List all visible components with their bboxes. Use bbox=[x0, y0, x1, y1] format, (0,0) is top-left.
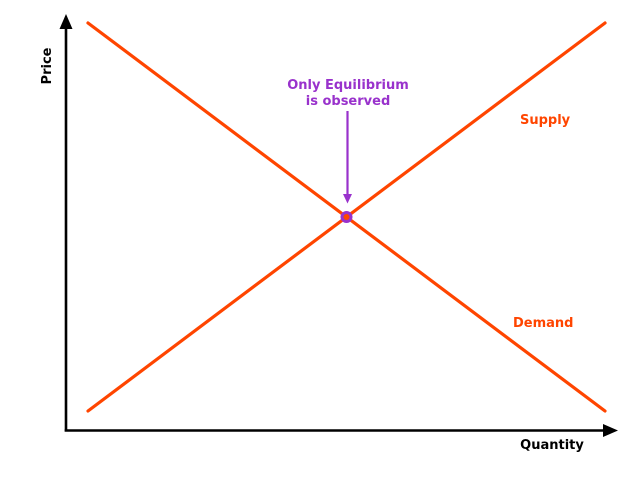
demand-line-label: Demand bbox=[513, 316, 574, 331]
annotation-text-line1: Only Equilibrium bbox=[287, 78, 409, 93]
y-axis-label: Price bbox=[40, 47, 55, 84]
equilibrium-marker bbox=[340, 211, 353, 223]
x-axis-label: Quantity bbox=[520, 438, 584, 453]
supply-line-label: Supply bbox=[520, 113, 571, 128]
annotation-text-line2: is observed bbox=[306, 94, 391, 109]
